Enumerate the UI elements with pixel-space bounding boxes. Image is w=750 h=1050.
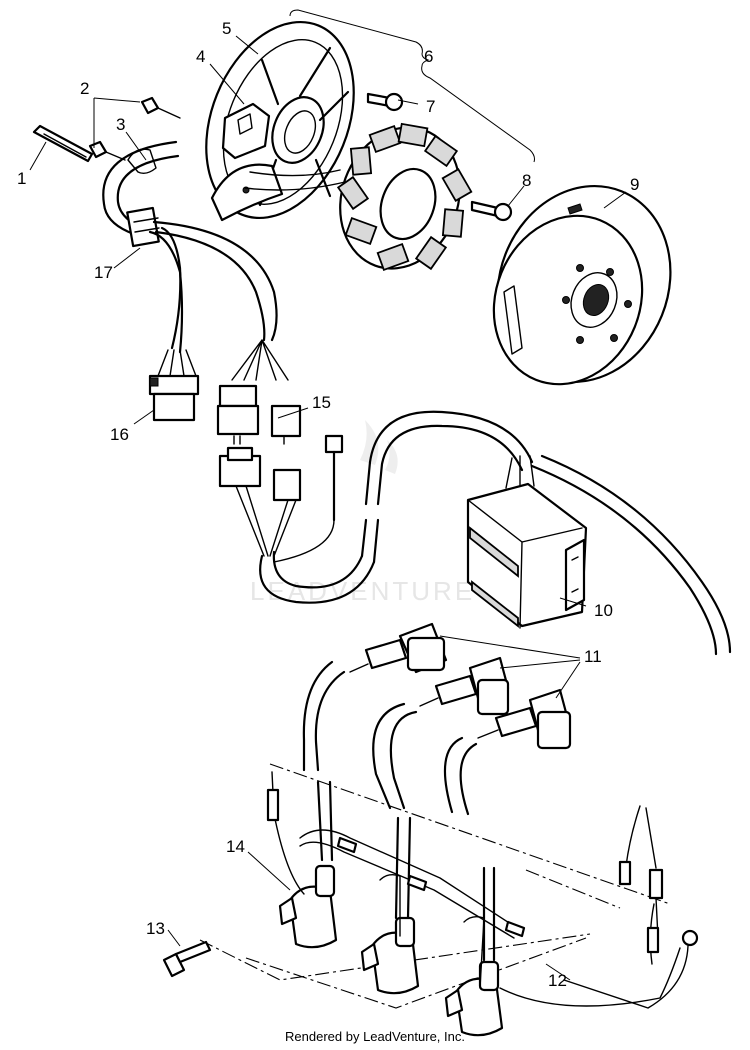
callout-1: 1: [17, 169, 26, 188]
callout-10: 10: [594, 601, 613, 620]
callout-8: 8: [522, 171, 531, 190]
callout-numbers: 1 2 3 4 5 6 7 8 9 10 11 12 13 14 15 16 1…: [17, 19, 639, 990]
wire-lead-12: [563, 805, 699, 1009]
spark-plug-caps: [349, 622, 572, 750]
stator-wire-harness: [102, 140, 278, 354]
bullet-connectors-15: [216, 339, 344, 563]
callout-7: 7: [426, 97, 435, 116]
callout-2: 2: [80, 79, 89, 98]
callout-9: 9: [630, 175, 639, 194]
footer-credit: Rendered by LeadVenture, Inc.: [285, 1029, 465, 1044]
stator-coil: [244, 122, 473, 272]
harness-grommet: [126, 206, 160, 248]
cable-tie: [32, 124, 94, 163]
flywheel: [492, 184, 672, 386]
leader-lines: [29, 9, 627, 981]
callout-17: 17: [94, 263, 113, 282]
callout-3: 3: [116, 115, 125, 134]
callout-15: 15: [312, 393, 331, 412]
screw-7: [366, 92, 404, 112]
cdi-box: [466, 454, 732, 656]
screw-2: [88, 96, 181, 161]
harness-connector-16: [148, 349, 200, 422]
screw-8: [470, 200, 513, 222]
callout-14: 14: [226, 837, 245, 856]
bolt-13: [162, 940, 212, 978]
main-harness-tube: [259, 410, 534, 604]
ht-leads: [302, 660, 496, 962]
callout-11: 11: [584, 647, 602, 666]
callout-5: 5: [222, 19, 231, 38]
callout-13: 13: [146, 919, 165, 938]
callout-12: 12: [548, 971, 567, 990]
assembly-lines: [199, 763, 671, 1009]
stator-plate: [205, 20, 355, 222]
ignition-coils: [266, 771, 681, 1037]
callout-16: 16: [110, 425, 129, 444]
callout-6: 6: [424, 47, 433, 66]
callout-4: 4: [196, 47, 205, 66]
